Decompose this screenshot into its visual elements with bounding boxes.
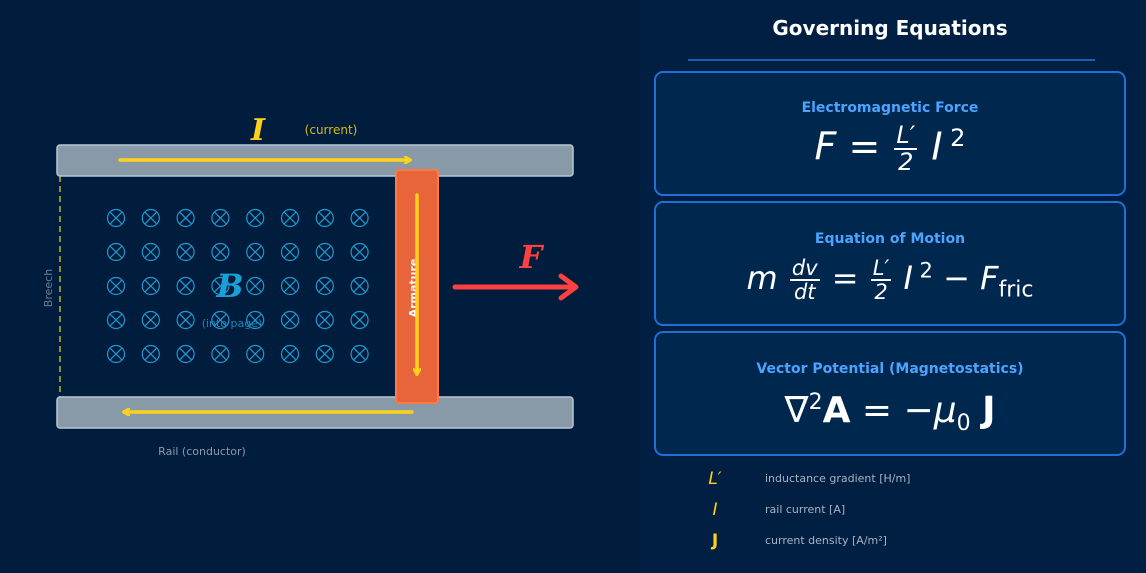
field-marker-icon <box>280 344 300 364</box>
field-marker-icon <box>141 208 160 228</box>
legend-symbol: J <box>711 531 719 551</box>
field-marker-icon <box>141 344 160 364</box>
magnetic-field-grid <box>106 208 369 364</box>
field-marker-icon <box>211 276 230 296</box>
field-marker-icon <box>176 310 195 330</box>
field-marker-icon <box>315 208 334 228</box>
field-marker-icon <box>350 208 369 228</box>
field-marker-icon <box>350 310 369 330</box>
legend-description: inductance gradient [H/m] <box>765 472 911 485</box>
field-marker-icon <box>106 276 126 296</box>
field-marker-icon <box>106 242 126 262</box>
field-marker-icon <box>315 344 334 364</box>
field-marker-icon <box>246 310 265 330</box>
field-marker-icon <box>176 344 195 364</box>
field-marker-icon <box>315 310 334 330</box>
field-marker-icon <box>211 208 230 228</box>
card-heading: Electromagnetic Force <box>801 100 979 116</box>
field-marker-icon <box>106 310 126 330</box>
field-marker-icon <box>176 208 195 228</box>
field-marker-icon <box>280 276 300 296</box>
legend-description: rail current [A] <box>765 503 846 516</box>
em-force-card: Electromagnetic Force F = L′2 I 2 <box>654 71 1126 196</box>
field-marker-icon <box>176 276 195 296</box>
field-marker-icon <box>350 242 369 262</box>
field-marker-icon <box>176 242 195 262</box>
field-marker-icon <box>141 276 160 296</box>
card-heading: Equation of Motion <box>814 231 966 247</box>
field-marker-icon <box>280 242 300 262</box>
field-marker-icon <box>141 242 160 262</box>
field-marker-icon <box>315 242 334 262</box>
card-heading: Vector Potential (Magnetostatics) <box>756 361 1024 377</box>
field-marker-icon <box>350 276 369 296</box>
equations-title: Governing Equations <box>772 16 1008 40</box>
field-label: (into page) <box>202 317 263 330</box>
em-force-equation: F = L′2 I 2 <box>814 121 966 177</box>
legend-description: current density [A/m²] <box>765 534 887 547</box>
field-marker-icon <box>106 344 126 364</box>
breech-label: Breech <box>42 269 55 307</box>
force-arrowhead <box>558 273 579 301</box>
field-marker-icon <box>315 276 334 296</box>
field-marker-icon <box>350 344 369 364</box>
current-symbol: I <box>250 113 266 148</box>
legend-symbol: I <box>712 500 718 520</box>
field-marker-icon <box>246 242 265 262</box>
field-marker-icon <box>246 208 265 228</box>
field-marker-icon <box>211 310 230 330</box>
title-divider <box>688 59 1095 61</box>
current-label: (current) <box>305 123 358 137</box>
vector-potential-equation: ∇2A = −μ0 J <box>784 390 996 437</box>
field-marker-icon <box>141 310 160 330</box>
field-marker-icon <box>246 276 265 296</box>
field-marker-icon <box>280 208 300 228</box>
legend-symbol: L′ <box>708 469 722 489</box>
field-marker-icon <box>211 242 230 262</box>
vector-potential-card: Vector Potential (Magnetostatics) ∇2A = … <box>654 331 1126 456</box>
field-marker-icon <box>211 344 230 364</box>
field-marker-icon <box>280 310 300 330</box>
railgun-diagram: Breech B (into page) Armature I (current… <box>42 113 579 458</box>
field-marker-icon <box>106 208 126 228</box>
field-symbol: B <box>215 267 243 305</box>
rail-label: Rail (conductor) <box>158 445 246 458</box>
field-marker-icon <box>246 344 265 364</box>
force-symbol: F <box>519 238 545 276</box>
